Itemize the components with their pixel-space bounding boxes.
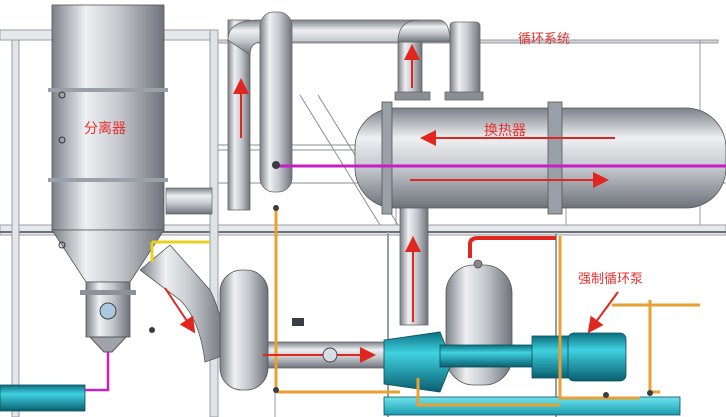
separator-vessel [48, 4, 213, 353]
gauge-icon [322, 347, 338, 363]
valve-icon [273, 205, 279, 211]
flow-arrow [164, 287, 196, 334]
valves-gauges [149, 161, 653, 398]
valve-icon [603, 392, 609, 398]
valve-icon [273, 387, 279, 393]
separator-label: 分离器 [84, 121, 126, 137]
valve-icon [292, 318, 304, 326]
forced-circulation-pump-label: 强制循环泵 [578, 272, 644, 287]
heat-exchanger-shell [354, 101, 726, 215]
valve-icon [149, 327, 155, 333]
heat-exchanger-label: 换热器 [484, 123, 526, 139]
valve-icon [272, 161, 280, 169]
flow-arrows [164, 44, 619, 363]
lower-tanks [219, 259, 513, 391]
valve-icon [647, 390, 653, 396]
circulation-system-label: 循环系统 [518, 32, 571, 47]
flow-arrow [587, 291, 619, 334]
